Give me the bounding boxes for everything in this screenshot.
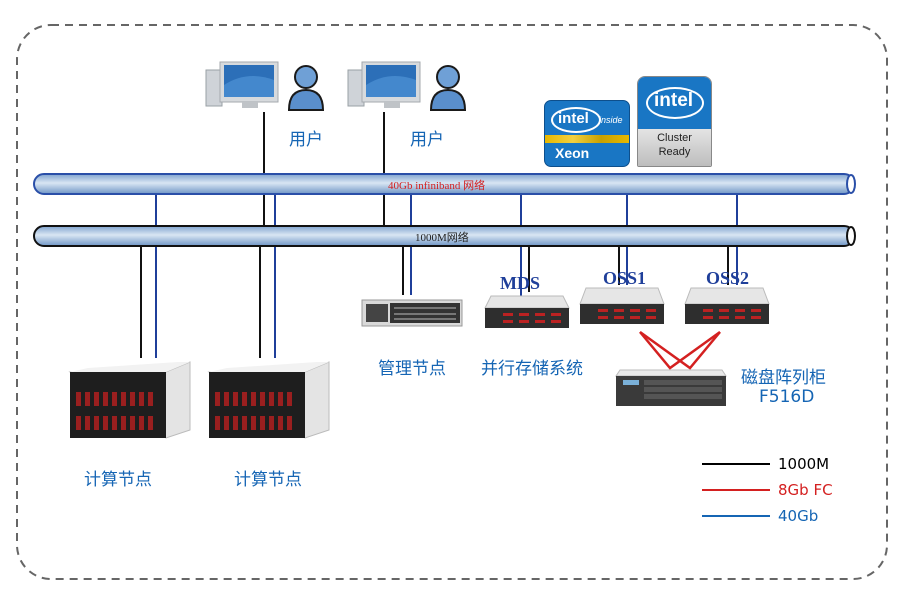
management-server-icon bbox=[361, 299, 463, 327]
compute2-chassis-icon bbox=[207, 361, 330, 439]
legend-item-8gbfc: 8Gb FC bbox=[702, 481, 833, 499]
intel-xeon-logo: intel inside Xeon bbox=[544, 100, 630, 167]
oss1-server-icon bbox=[579, 287, 665, 324]
legend-swatch bbox=[702, 489, 770, 491]
user-person-icon bbox=[429, 65, 467, 111]
ethernet-pipe bbox=[33, 225, 856, 247]
compute1-label: 计算节点 bbox=[84, 470, 152, 490]
user-person-icon bbox=[287, 65, 325, 111]
ethernet-label: 1000M网络 bbox=[415, 232, 469, 244]
disk-array-model: F516D bbox=[759, 387, 815, 407]
fc-link-oss1 bbox=[639, 330, 721, 370]
infiniband-pipe bbox=[33, 173, 856, 195]
oss2-server-icon bbox=[684, 287, 770, 324]
oss2-label: OSS2 bbox=[706, 268, 750, 288]
oss1-label: OSS1 bbox=[603, 268, 647, 288]
compute2-label: 计算节点 bbox=[234, 470, 302, 490]
disk-array-label: 磁盘阵列柜 bbox=[741, 368, 826, 388]
legend-swatch bbox=[702, 463, 770, 465]
infiniband-label: 40Gb infiniband 网络 bbox=[388, 180, 486, 192]
user2-label: 用户 bbox=[410, 130, 444, 150]
fc-link-oss2 bbox=[639, 330, 721, 370]
management-label: 管理节点 bbox=[378, 359, 446, 379]
mds-label: MDS bbox=[500, 273, 540, 293]
compute1-chassis-icon bbox=[68, 361, 191, 439]
computer-icon bbox=[347, 61, 421, 108]
intel-cluster-ready-logo: intel Cluster Ready bbox=[637, 76, 712, 167]
legend-item-40gb: 40Gb bbox=[702, 507, 818, 525]
computer-icon bbox=[205, 61, 279, 108]
storage-system-label: 并行存储系统 bbox=[481, 359, 583, 379]
mds-server-icon bbox=[484, 295, 570, 328]
disk-array-icon bbox=[615, 369, 727, 406]
user1-label: 用户 bbox=[289, 130, 323, 150]
legend-item-1000m: 1000M bbox=[702, 455, 829, 473]
legend-swatch bbox=[702, 515, 770, 517]
